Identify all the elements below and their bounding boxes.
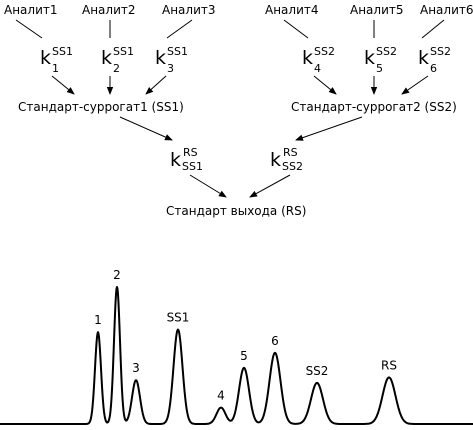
factor-k6-sup: SS2 xyxy=(430,45,451,58)
peak-label-ss2: SS2 xyxy=(306,364,329,378)
svg-text:k: k xyxy=(364,47,375,69)
arrow-analyte1-k1 xyxy=(15,19,43,39)
analyte-label-2: Аналит2 xyxy=(82,3,136,17)
factor-kss2-sup: RS xyxy=(283,146,298,159)
arrow-k6-ss2 xyxy=(401,75,429,95)
factor-kss2: k RS SS2 xyxy=(270,146,303,173)
recovery-standard: Стандарт выхода (RS) xyxy=(166,204,306,218)
factor-k6: k SS2 6 xyxy=(418,45,451,75)
factor-k2: k SS1 2 xyxy=(101,45,134,75)
peak-label-1: 1 xyxy=(94,313,102,327)
arrow-k1-ss1 xyxy=(51,75,75,95)
factor-k3-sub: 3 xyxy=(167,62,174,75)
factor-k5-sup: SS2 xyxy=(376,45,397,58)
svg-text:k: k xyxy=(40,47,51,69)
factor-k1: k SS1 1 xyxy=(40,45,73,75)
peak-label-2: 2 xyxy=(113,268,121,282)
svg-text:k: k xyxy=(101,47,112,69)
factor-k5: k SS2 5 xyxy=(364,45,397,75)
factor-k6-sub: 6 xyxy=(430,62,437,75)
analyte-label-5: Аналит5 xyxy=(350,3,404,17)
peak-label-5: 5 xyxy=(240,349,248,363)
factor-kss2-sub: SS2 xyxy=(282,160,303,173)
factor-kss1-sup: RS xyxy=(183,146,198,159)
factor-k5-sub: 5 xyxy=(376,62,383,75)
surrogate-standard-1: Стандарт-суррогат1 (SS1) xyxy=(18,100,184,114)
analyte-label-6: Аналит6 xyxy=(420,3,473,17)
peak-label-ss1: SS1 xyxy=(167,311,190,325)
factor-k2-sub: 2 xyxy=(113,62,120,75)
peak-label-4: 4 xyxy=(217,389,225,403)
peak-label-rs: RS xyxy=(381,358,397,372)
arrow-analyte6-k6 xyxy=(421,19,445,39)
svg-text:k: k xyxy=(302,47,313,69)
svg-text:k: k xyxy=(270,149,281,171)
factor-kss1: k RS SS1 xyxy=(170,146,203,173)
svg-text:k: k xyxy=(418,47,429,69)
arrow-ss2-kss2 xyxy=(295,116,363,141)
peak-label-3: 3 xyxy=(132,361,140,375)
factor-k1-sup: SS1 xyxy=(52,45,73,58)
factor-k3-sup: SS1 xyxy=(167,45,188,58)
arrow-analyte3-k3 xyxy=(166,19,193,39)
arrow-kss2-rs xyxy=(249,174,291,198)
chromatogram-trace xyxy=(0,286,473,425)
factor-k3: k SS1 3 xyxy=(155,45,188,75)
factor-k1-sub: 1 xyxy=(52,62,59,75)
arrow-kss1-rs xyxy=(189,174,227,198)
surrogate-standard-2: Стандарт-суррогат2 (SS2) xyxy=(291,100,457,114)
factor-k4: k SS2 4 xyxy=(302,45,335,75)
arrow-ss1-kss1 xyxy=(119,116,173,141)
factor-k2-sup: SS1 xyxy=(113,45,134,58)
svg-text:k: k xyxy=(155,47,166,69)
factor-k4-sub: 4 xyxy=(314,62,321,75)
factor-k4-sup: SS2 xyxy=(314,45,335,58)
analyte-label-3: Аналит3 xyxy=(162,3,216,17)
arrow-k4-ss2 xyxy=(313,75,337,95)
arrow-k3-ss1 xyxy=(145,75,167,95)
arrow-analyte4-k4 xyxy=(283,19,309,39)
analyte-label-4: Аналит4 xyxy=(265,3,319,17)
analyte-label-1: Аналит1 xyxy=(4,3,58,17)
factor-kss1-sub: SS1 xyxy=(182,160,203,173)
peak-label-6: 6 xyxy=(271,334,279,348)
svg-text:k: k xyxy=(170,149,181,171)
